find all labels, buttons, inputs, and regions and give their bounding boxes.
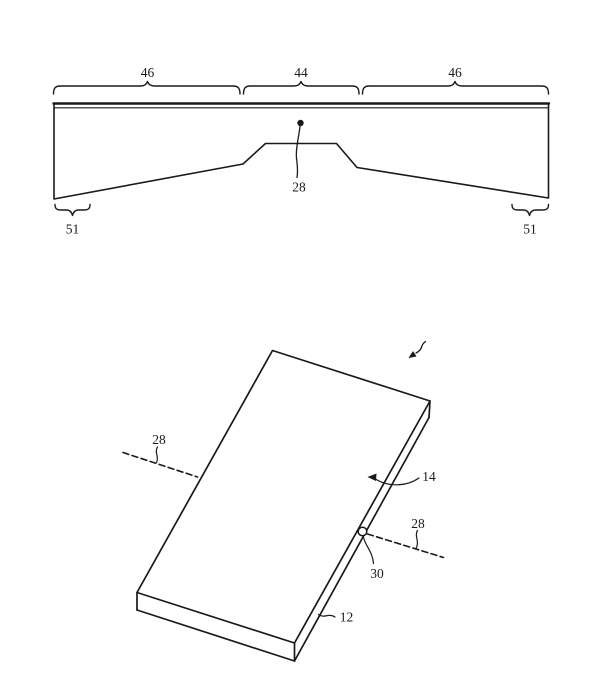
section-left-label: 28 <box>152 432 166 447</box>
edge-left-label: 51 <box>66 222 80 237</box>
display-label: 14 <box>422 469 436 484</box>
slab-right-corner-edge <box>428 400 431 419</box>
section-right-label: 28 <box>411 516 425 531</box>
brace-left-label: 46 <box>141 65 155 80</box>
section-right-leader <box>415 529 419 550</box>
underbrace-left <box>54 203 91 217</box>
figure-cross-section: 46 44 46 28 51 51 <box>52 65 551 237</box>
brace-right-label: 46 <box>448 65 462 80</box>
section-line-right <box>366 533 445 559</box>
slab-right-bottom-edge <box>293 416 430 662</box>
figure-perspective: 28 14 30 28 12 <box>122 340 445 662</box>
housing-label: 12 <box>340 610 354 625</box>
brace-left <box>52 80 241 95</box>
center-point-dot <box>297 119 304 127</box>
section-line-left <box>122 451 199 478</box>
center-point-leader <box>295 125 301 179</box>
port-leader <box>362 536 375 565</box>
display-leader <box>373 477 420 486</box>
housing-leader <box>317 613 336 618</box>
display-arrowhead <box>367 473 377 481</box>
underbrace-right <box>511 203 550 217</box>
port-circle <box>357 526 368 537</box>
figure-pointer-squiggle <box>415 340 427 354</box>
section-left-leader <box>155 446 159 464</box>
brace-center <box>242 80 360 95</box>
center-point-label: 28 <box>292 180 306 195</box>
brace-center-label: 44 <box>294 65 308 80</box>
edge-right-label: 51 <box>523 222 537 237</box>
slab-left-bottom-edge <box>136 609 296 662</box>
port-label: 30 <box>370 566 384 581</box>
figure-pointer-arrowhead <box>408 351 417 358</box>
brace-right <box>361 80 550 95</box>
